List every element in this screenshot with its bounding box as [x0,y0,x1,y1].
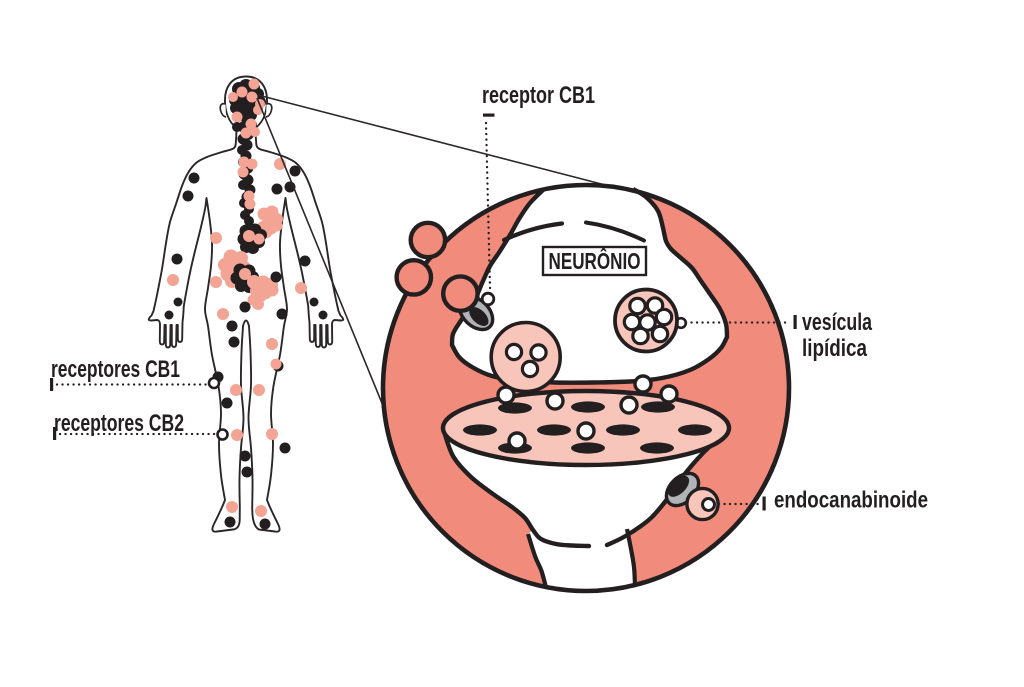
svg-text:receptores CB2: receptores CB2 [54,410,184,437]
svg-text:lipídica: lipídica [802,335,868,362]
svg-text:vesícula: vesícula [802,309,872,336]
svg-text:receptores CB1: receptores CB1 [51,356,180,383]
svg-text:endocanabinoide: endocanabinoide [774,487,928,513]
svg-text:receptor CB1: receptor CB1 [482,82,595,109]
svg-text:NEURÔNIO: NEURÔNIO [549,247,641,274]
